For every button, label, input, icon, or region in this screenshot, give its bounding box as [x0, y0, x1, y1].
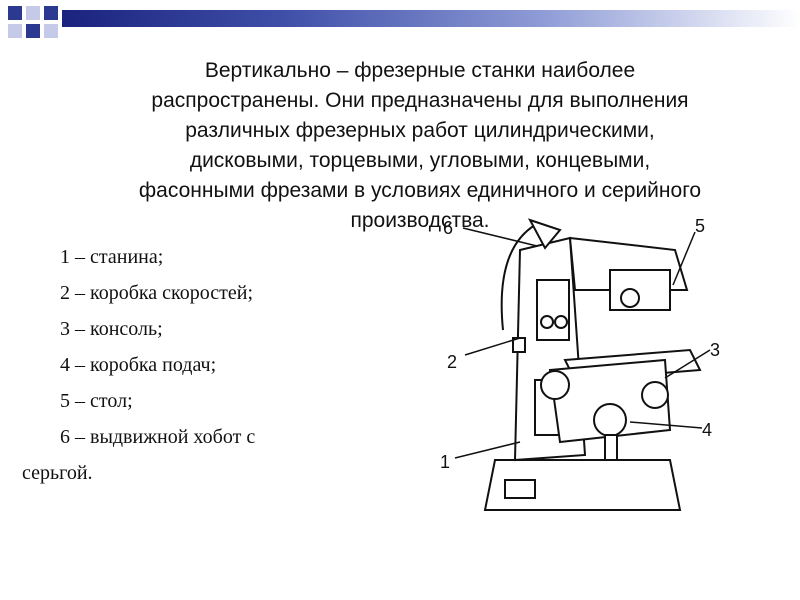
heading-line: различных фрезерных работ цилиндрическим…	[185, 119, 655, 142]
decor-square	[26, 24, 40, 38]
spindle	[620, 288, 640, 308]
callout-line-6	[462, 227, 538, 247]
decor-square	[8, 6, 22, 20]
heading-line: фасонными фрезами в условиях единичного …	[138, 179, 702, 202]
heading-line: распространены. Они предназначены для вы…	[151, 89, 689, 112]
callout-5: 5	[695, 216, 705, 236]
heading-line: производства.	[350, 209, 490, 232]
decor-square	[26, 6, 40, 20]
legend-item: 6 – выдвижной хобот с	[60, 426, 256, 448]
legend-item: 1 – станина;	[60, 246, 164, 268]
dial	[554, 315, 568, 329]
legend-item: 2 – коробка скоростей;	[60, 282, 253, 304]
elevating-screw	[604, 434, 618, 461]
slide-header-decoration	[0, 0, 800, 48]
machine-knee	[548, 358, 672, 444]
callout-1: 1	[440, 452, 450, 472]
feed-gearbox-wheel	[593, 403, 627, 437]
callout-line-3	[664, 349, 711, 379]
slide-heading: Вертикально – фрезерные станки наиболее …	[40, 56, 800, 236]
callout-line-2	[464, 337, 521, 356]
decor-square	[44, 6, 58, 20]
handwheel	[641, 381, 669, 409]
heading-line: дисковыми, торцевыми, угловыми, концевым…	[189, 149, 651, 172]
base-panel	[504, 479, 536, 499]
callout-line-1	[454, 441, 521, 459]
decor-square	[44, 24, 58, 38]
lamp-arm	[500, 224, 536, 331]
callout-3: 3	[710, 340, 720, 360]
decor-square	[8, 24, 22, 38]
callout-2: 2	[447, 352, 457, 372]
milling-machine-illustration: 6 5 2 3 4 1	[440, 216, 720, 511]
header-gradient-bar	[62, 10, 800, 27]
callout-6: 6	[443, 218, 453, 238]
handwheel	[540, 370, 570, 400]
legend-item: серьгой.	[22, 462, 93, 484]
lamp-shade	[527, 218, 562, 250]
legend-item: 5 – стол;	[60, 390, 133, 412]
callout-line-5	[672, 231, 696, 286]
heading-line: Вертикально – фрезерные станки наиболее	[204, 59, 636, 82]
legend-item: 3 – консоль;	[60, 318, 163, 340]
callout-4: 4	[702, 420, 712, 440]
speed-gearbox-panel	[536, 279, 570, 341]
dial	[540, 315, 554, 329]
spindle-head	[609, 269, 671, 311]
callout-line-4	[629, 421, 703, 429]
legend-item: 4 – коробка подач;	[60, 354, 217, 376]
